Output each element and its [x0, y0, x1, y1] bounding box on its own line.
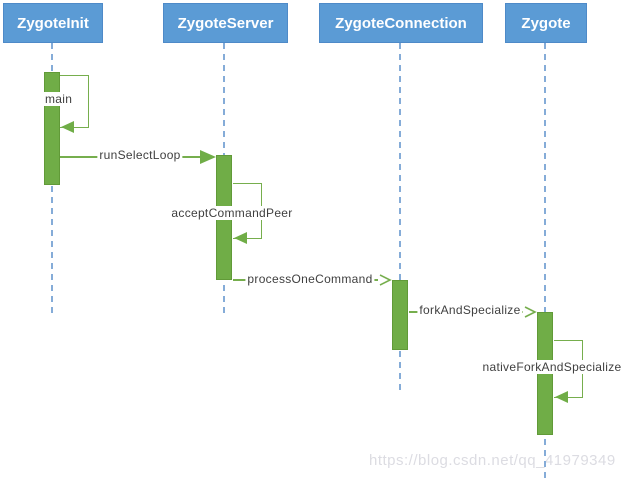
message-label-forkandspecialize: forkAndSpecialize — [417, 303, 523, 317]
message-label-nativeforkandspecialize: nativeForkAndSpecialize — [480, 360, 624, 374]
message-label-runselectloop: runSelectLoop — [97, 148, 183, 162]
message-label-processonecommand: processOneCommand — [245, 272, 375, 286]
lifeline-zygote — [544, 43, 546, 481]
actor-zygote: Zygote — [505, 3, 587, 43]
lifeline-zygoteconnection — [399, 43, 401, 391]
arrowhead-main-icon — [61, 121, 74, 133]
message-label-main: main — [43, 92, 75, 106]
activation-zygoteinit — [44, 72, 60, 185]
message-label-acceptcommandpeer: acceptCommandPeer — [169, 206, 295, 220]
actor-zygoteinit: ZygoteInit — [3, 3, 103, 43]
selfcall-bracket-main — [60, 75, 89, 128]
watermark-text: https://blog.csdn.net/qq_41979349 — [369, 452, 616, 469]
arrowhead-processonecommand-icon — [379, 274, 392, 286]
arrowhead-runselectloop-icon — [200, 150, 216, 164]
activation-zygoteconnection — [392, 280, 408, 350]
actor-zygoteserver: ZygoteServer — [163, 3, 288, 43]
arrowhead-nativeforkandspecialize-icon — [555, 391, 568, 403]
arrowhead-acceptcommandpeer-icon — [234, 232, 247, 244]
actor-zygoteconnection: ZygoteConnection — [319, 3, 483, 43]
arrowhead-forkandspecialize-icon — [524, 306, 537, 318]
